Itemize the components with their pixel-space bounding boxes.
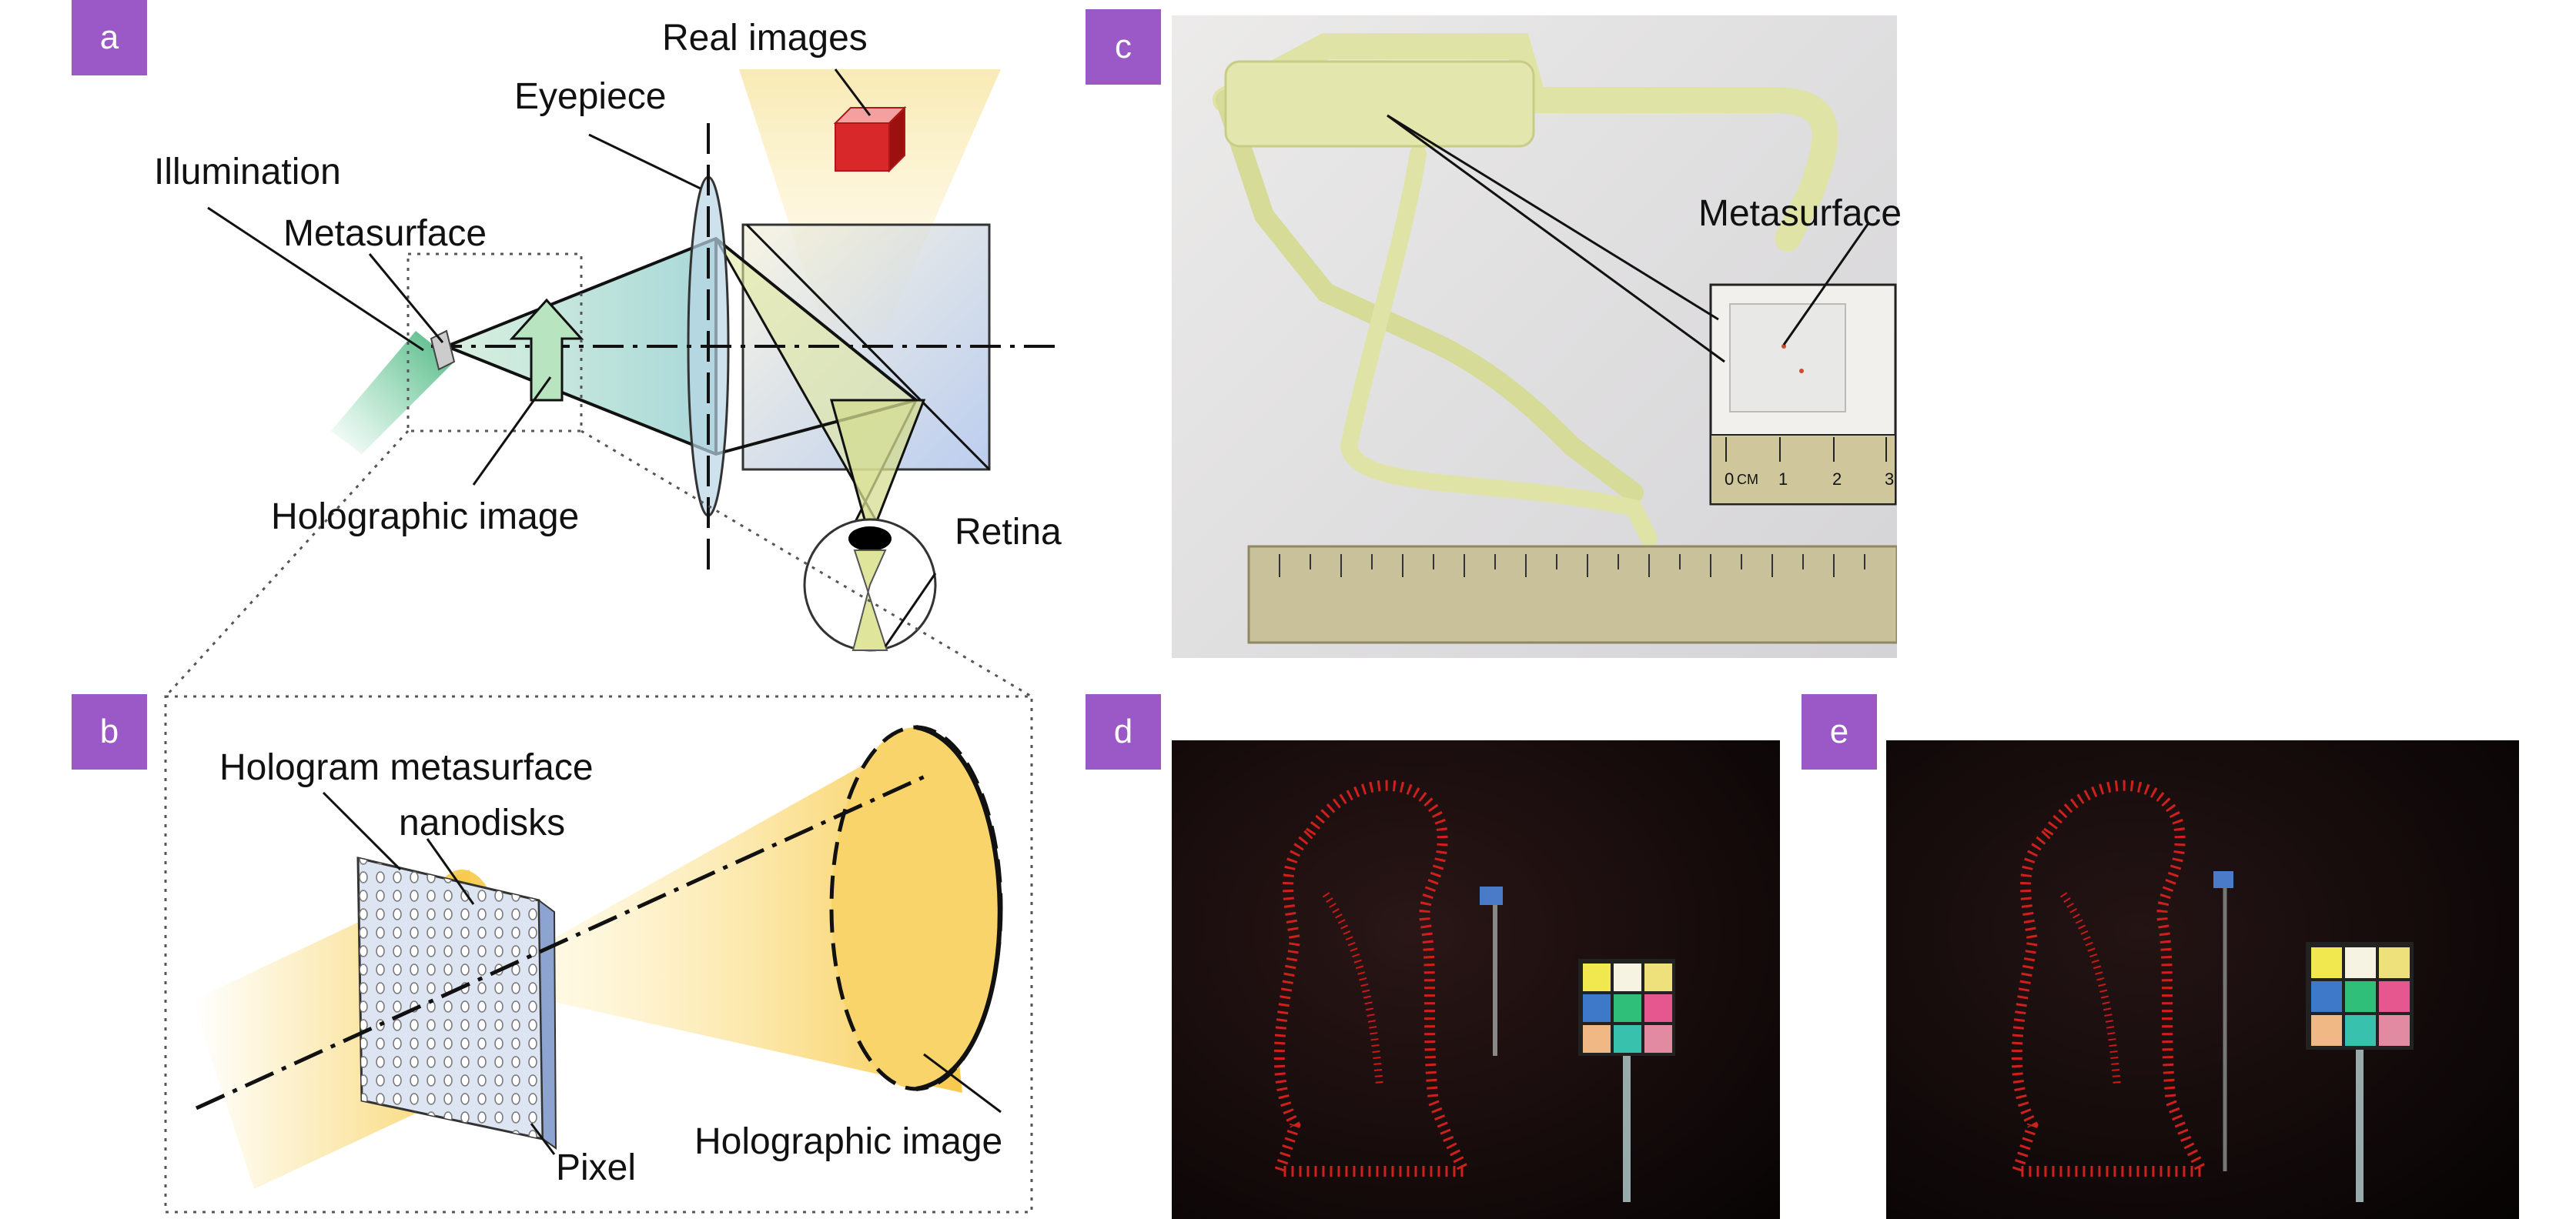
hologram-merlion (1272, 780, 1474, 1177)
panel-label-b: b (72, 694, 147, 770)
ruler-tick-1: 1 (1778, 469, 1788, 489)
real-image-cube (833, 105, 907, 173)
panel-a-diagram (164, 68, 1055, 698)
label-holographic-image-a: Holographic image (271, 496, 580, 537)
label-hologram-metasurface: Hologram metasurface (219, 747, 594, 788)
optical-schematic (164, 68, 1055, 1214)
panel-label-c: c (1086, 9, 1161, 85)
ruler (1247, 545, 1897, 644)
hologram-photo-d (1172, 740, 1780, 1219)
label-illumination: Illumination (154, 152, 341, 192)
panel-label-d: d (1086, 694, 1161, 770)
label-holographic-image-b: Holographic image (694, 1121, 1003, 1162)
panel-label-a: a (72, 0, 147, 75)
ruler-tick-3: 3 (1885, 469, 1895, 489)
label-metasurface-c: Metasurface (1698, 193, 1902, 234)
metasurface-chip (430, 329, 456, 371)
label-nanodisks: nanodisks (399, 803, 566, 843)
label-metasurface-a: Metasurface (283, 213, 487, 254)
glasses-photo (1172, 15, 1897, 658)
ruler-tick-2: 2 (1832, 469, 1842, 489)
label-pixel: Pixel (556, 1147, 637, 1188)
ruler-unit-label: CM (1737, 472, 1758, 487)
panel-b-diagram (164, 695, 1033, 1214)
holographic-arrow-icon (509, 298, 584, 402)
glasses-frame (1213, 33, 1838, 252)
hologram-merlion-e (2009, 780, 2211, 1177)
label-retina: Retina (955, 512, 1062, 553)
panel-label-e: e (1802, 694, 1877, 770)
label-real-images: Real images (662, 18, 868, 58)
hologram-photo-e (1886, 740, 2519, 1219)
label-eyepiece: Eyepiece (514, 76, 667, 117)
ruler-tick-0: 0 (1725, 469, 1735, 489)
